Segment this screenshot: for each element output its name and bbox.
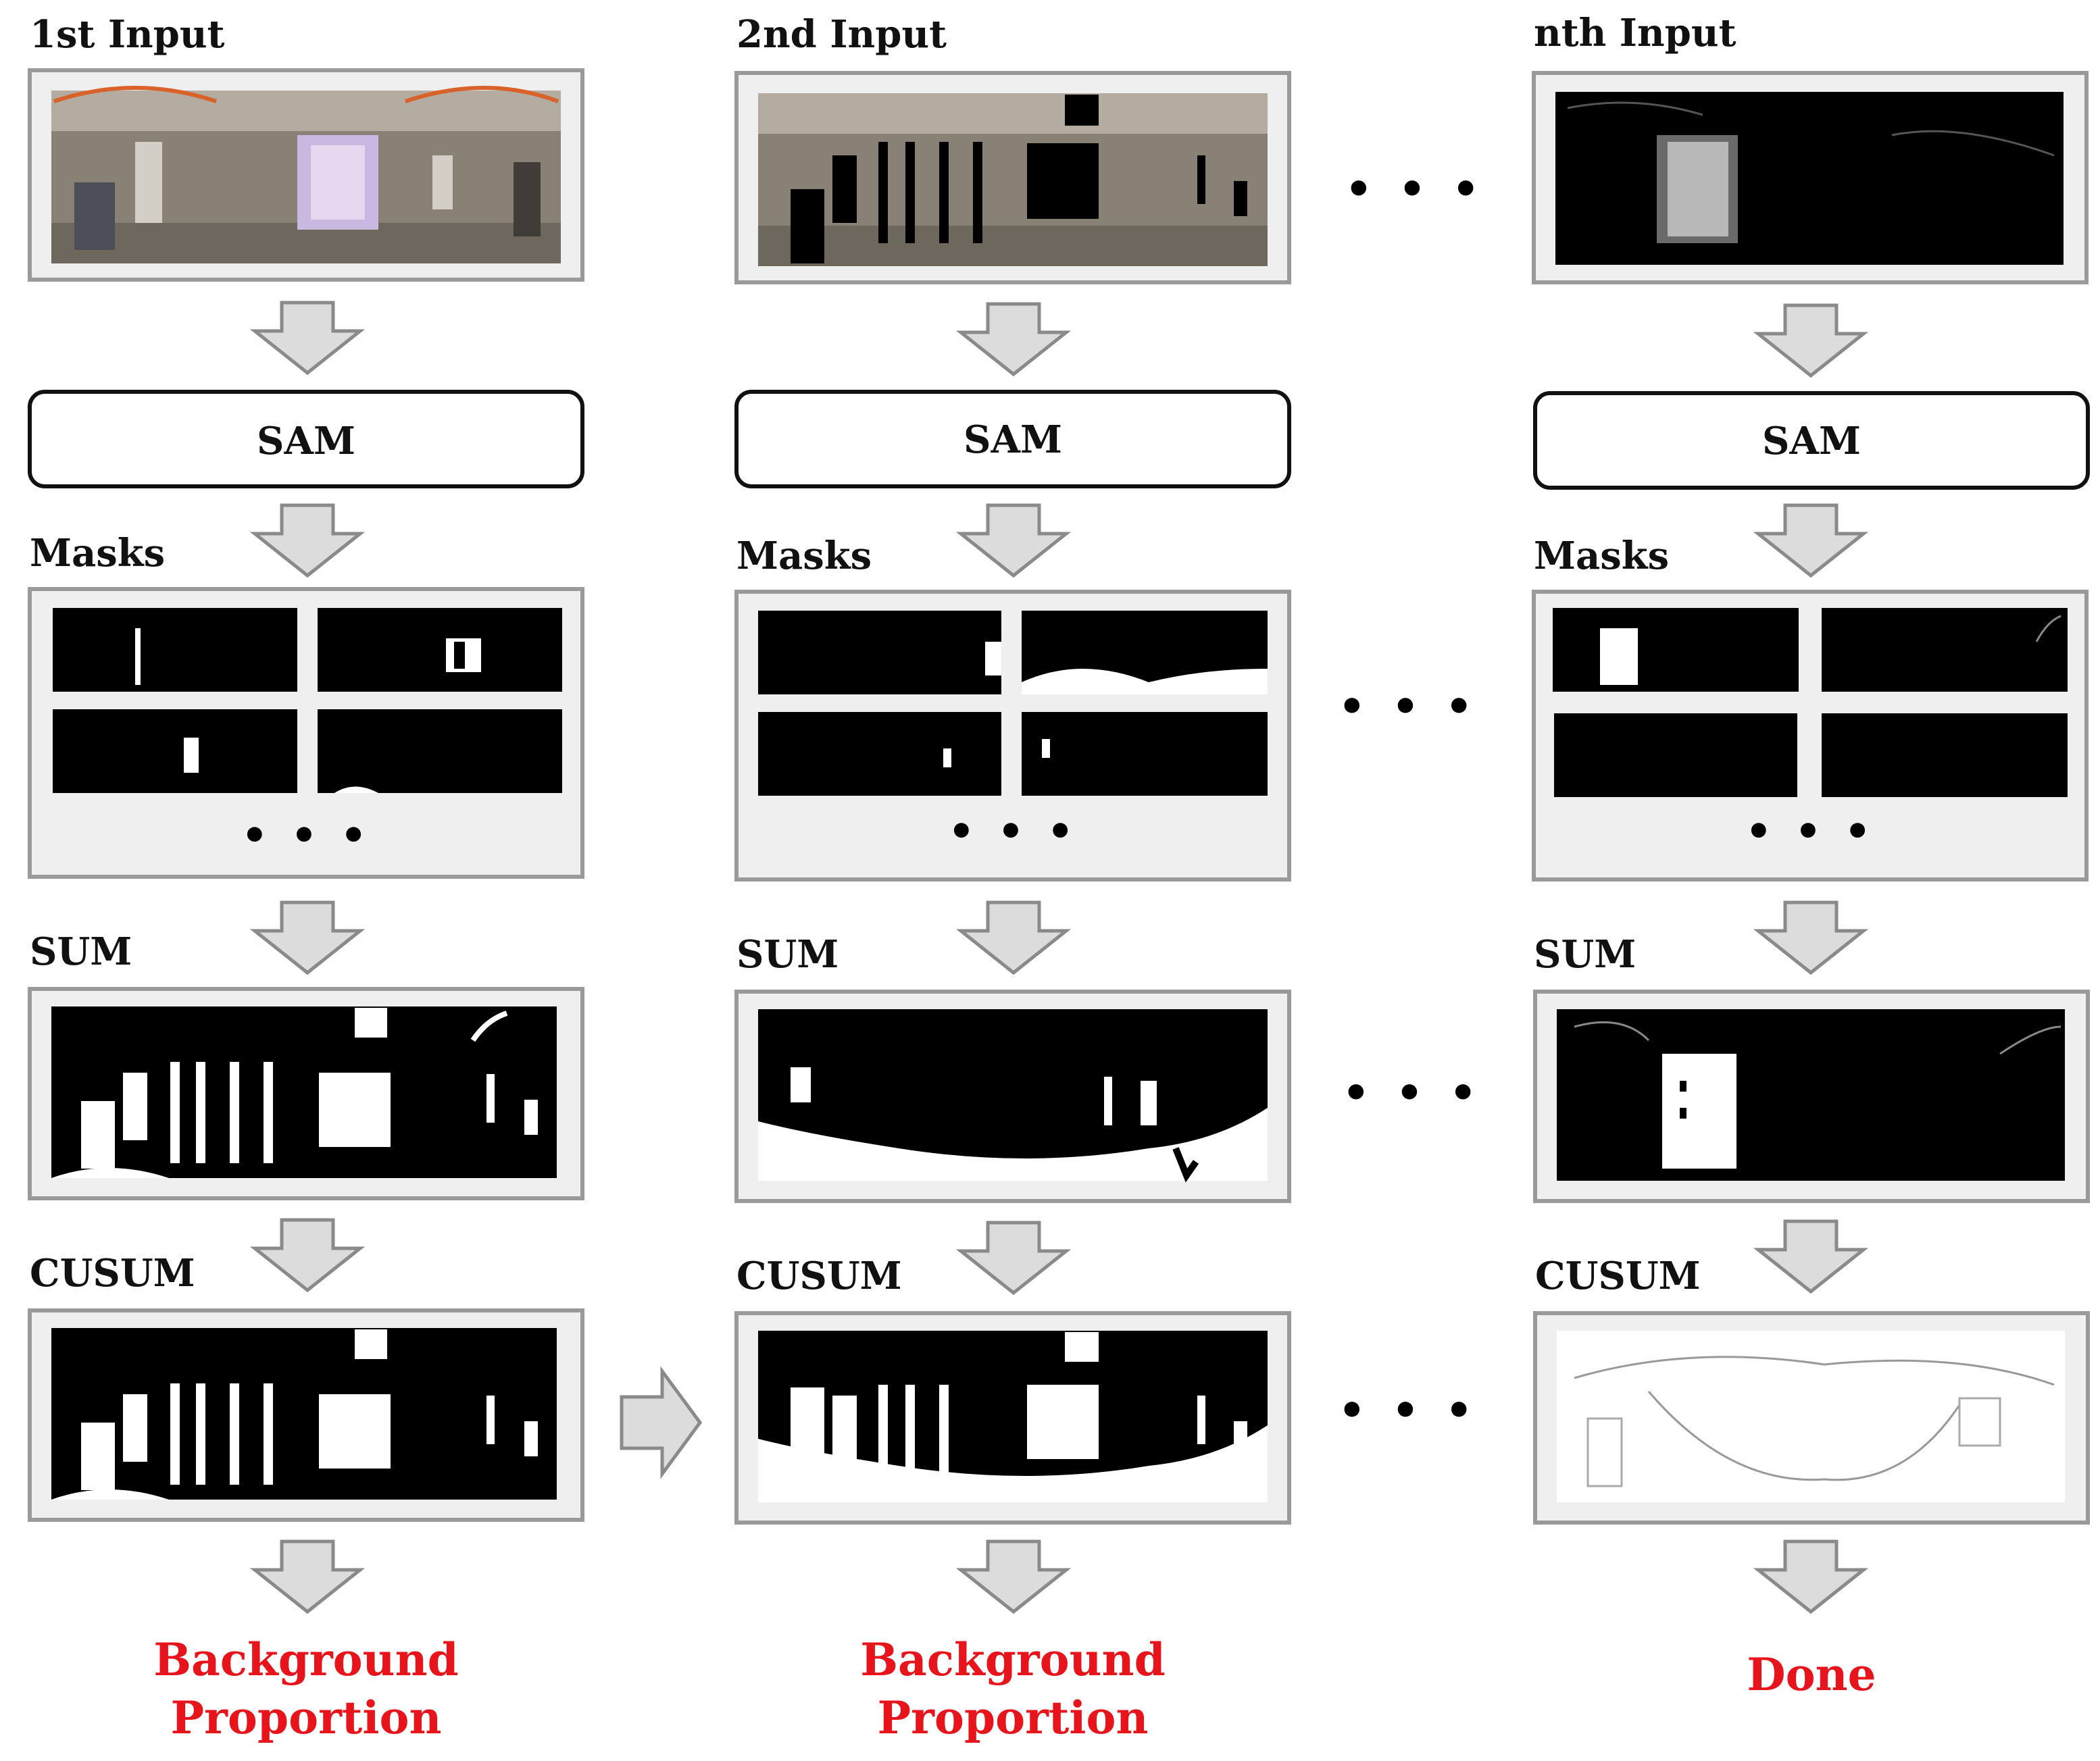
cusum-label: CUSUM: [1535, 1254, 1701, 1298]
column-2: 2nd Input SAM Masks: [734, 12, 1291, 1744]
masks-ellipsis: • • •: [241, 811, 371, 860]
arrow-down-icon: [255, 505, 360, 576]
masks-label: Masks: [736, 534, 872, 578]
ellipsis: • • •: [1342, 1068, 1482, 1119]
sam-label: SAM: [964, 417, 1062, 462]
arrow-down-icon: [1758, 1541, 1864, 1612]
arrow-down-icon: [961, 1541, 1066, 1612]
panorama-image: [51, 86, 561, 263]
arrow-down-icon: [1758, 902, 1864, 973]
sam-label: SAM: [1762, 419, 1861, 463]
sum-mask-image: [51, 1006, 557, 1178]
panorama-image: [1555, 92, 2064, 265]
cusum-mask-image: [758, 1331, 1268, 1502]
mask-grid: [53, 608, 562, 793]
sam-box: [734, 390, 1291, 488]
arrow-down-icon: [255, 902, 360, 973]
arrow-down-icon: [1758, 305, 1864, 376]
sum-mask-image: [1557, 1009, 2065, 1181]
arrow-down-icon: [1758, 1221, 1864, 1292]
arrow-down-icon: [1758, 505, 1864, 576]
column-n: nth Input SAM Masks • • • SUM: [1532, 11, 2090, 1701]
sam-label: SAM: [257, 419, 355, 463]
column-1: 1st Input SAM Masks: [28, 12, 584, 1744]
cusum-mask-image: [51, 1328, 557, 1500]
cusum-label: CUSUM: [736, 1254, 902, 1298]
input-label: nth Input: [1534, 11, 1736, 55]
arrow-down-icon: [961, 505, 1066, 576]
arrow-down-icon: [961, 304, 1066, 374]
ellipsis: • • •: [1345, 164, 1484, 215]
arrow-down-icon: [961, 902, 1066, 973]
input-label: 2nd Input: [736, 12, 947, 57]
result-line-1: Background: [860, 1633, 1166, 1686]
sum-label: SUM: [30, 929, 132, 974]
masks-label: Masks: [30, 531, 165, 576]
mask-grid: [758, 611, 1268, 796]
masks-ellipsis: • • •: [1745, 807, 1875, 856]
arrow-down-icon: [255, 1541, 360, 1612]
sam-box: [1533, 391, 2090, 490]
sum-mask-image: [758, 1009, 1268, 1183]
arrow-down-icon: [255, 303, 360, 373]
ellipsis: • • •: [1338, 1385, 1478, 1436]
arrow-down-icon: [961, 1223, 1066, 1293]
mask-grid: [1553, 608, 2068, 797]
sum-label: SUM: [1534, 932, 1636, 977]
masks-label: Masks: [1534, 534, 1669, 578]
arrow-right-icon: [620, 1366, 703, 1479]
result-line-1: Done: [1747, 1648, 1876, 1701]
panorama-image: [758, 93, 1268, 266]
result-line-2: Proportion: [878, 1691, 1149, 1744]
sam-box: [28, 390, 584, 488]
ellipsis: • • •: [1338, 682, 1478, 732]
cusum-mask-image: [1557, 1331, 2065, 1502]
result-line-1: Background: [153, 1633, 459, 1686]
result-line-2: Proportion: [171, 1691, 442, 1744]
sum-label: SUM: [736, 932, 839, 977]
arrow-down-icon: [255, 1220, 360, 1290]
cusum-label: CUSUM: [30, 1251, 195, 1296]
masks-ellipsis: • • •: [948, 807, 1078, 856]
input-label: 1st Input: [30, 12, 225, 57]
